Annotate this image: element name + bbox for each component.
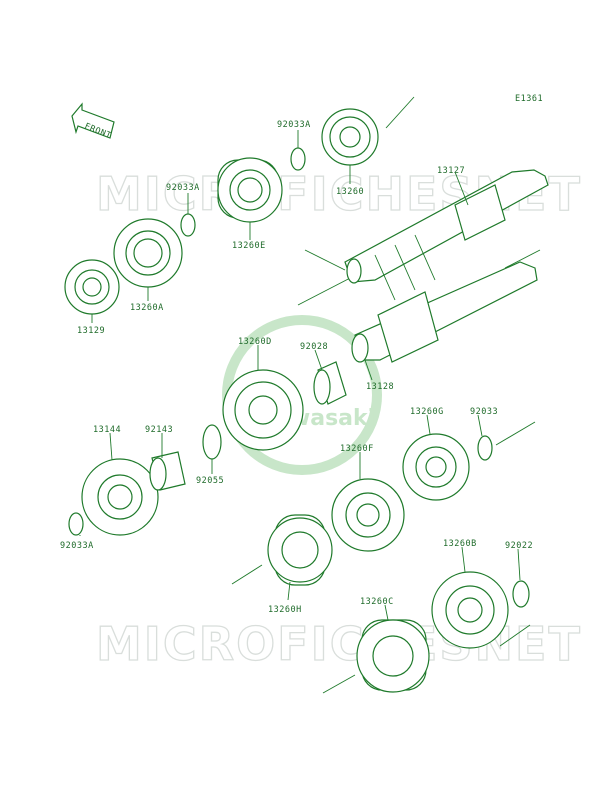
label-13260H: 13260H [268, 605, 302, 615]
label-13260D: 13260D [238, 337, 272, 347]
collar-92143 [149, 451, 186, 491]
watermark-bottom: MICROFICHESNET [96, 617, 582, 671]
label-13144: 13144 [93, 425, 121, 435]
label-92143: 92143 [145, 425, 173, 435]
label-92033A-bottom: 92033A [60, 541, 94, 551]
label-92028: 92028 [300, 342, 328, 352]
gear-13260B [431, 571, 509, 649]
gear-13260F [331, 478, 405, 552]
gear-13260E [217, 157, 283, 223]
gear-13260G [402, 433, 470, 501]
label-13260B: 13260B [443, 539, 477, 549]
label-92055: 92055 [196, 476, 224, 486]
shaft-13128 [351, 261, 538, 363]
label-92033: 92033 [470, 407, 498, 417]
gear-13260 [321, 108, 379, 166]
ring-92055 [202, 424, 222, 460]
diagram-code: E1361 [515, 94, 543, 104]
label-13260G: 13260G [410, 407, 444, 417]
label-92033A-top: 92033A [277, 120, 311, 130]
label-92033A-left: 92033A [166, 183, 200, 193]
sprocket-13144 [81, 458, 159, 536]
shaft-13127 [344, 169, 549, 301]
gear-13260D [222, 369, 304, 451]
front-arrow-icon: FRONT [71, 102, 115, 141]
gear-13260C [356, 619, 430, 693]
label-13127: 13127 [437, 166, 465, 176]
label-13260-top: 13260 [336, 187, 364, 197]
label-13260A: 13260A [130, 303, 164, 313]
label-92022: 92022 [505, 541, 533, 551]
label-13129: 13129 [77, 326, 105, 336]
bushing-92028 [313, 361, 347, 405]
gear-13260A [113, 218, 183, 288]
gear-13129 [64, 259, 120, 315]
label-13260E: 13260E [232, 241, 266, 251]
label-13260C: 13260C [360, 597, 394, 607]
label-13260F: 13260F [340, 444, 374, 454]
circlip-92033A-bottom [68, 512, 84, 536]
washer-92022 [512, 580, 530, 608]
label-13128: 13128 [366, 382, 394, 392]
gear-13260H [267, 514, 333, 586]
circlip-92033 [477, 435, 493, 461]
